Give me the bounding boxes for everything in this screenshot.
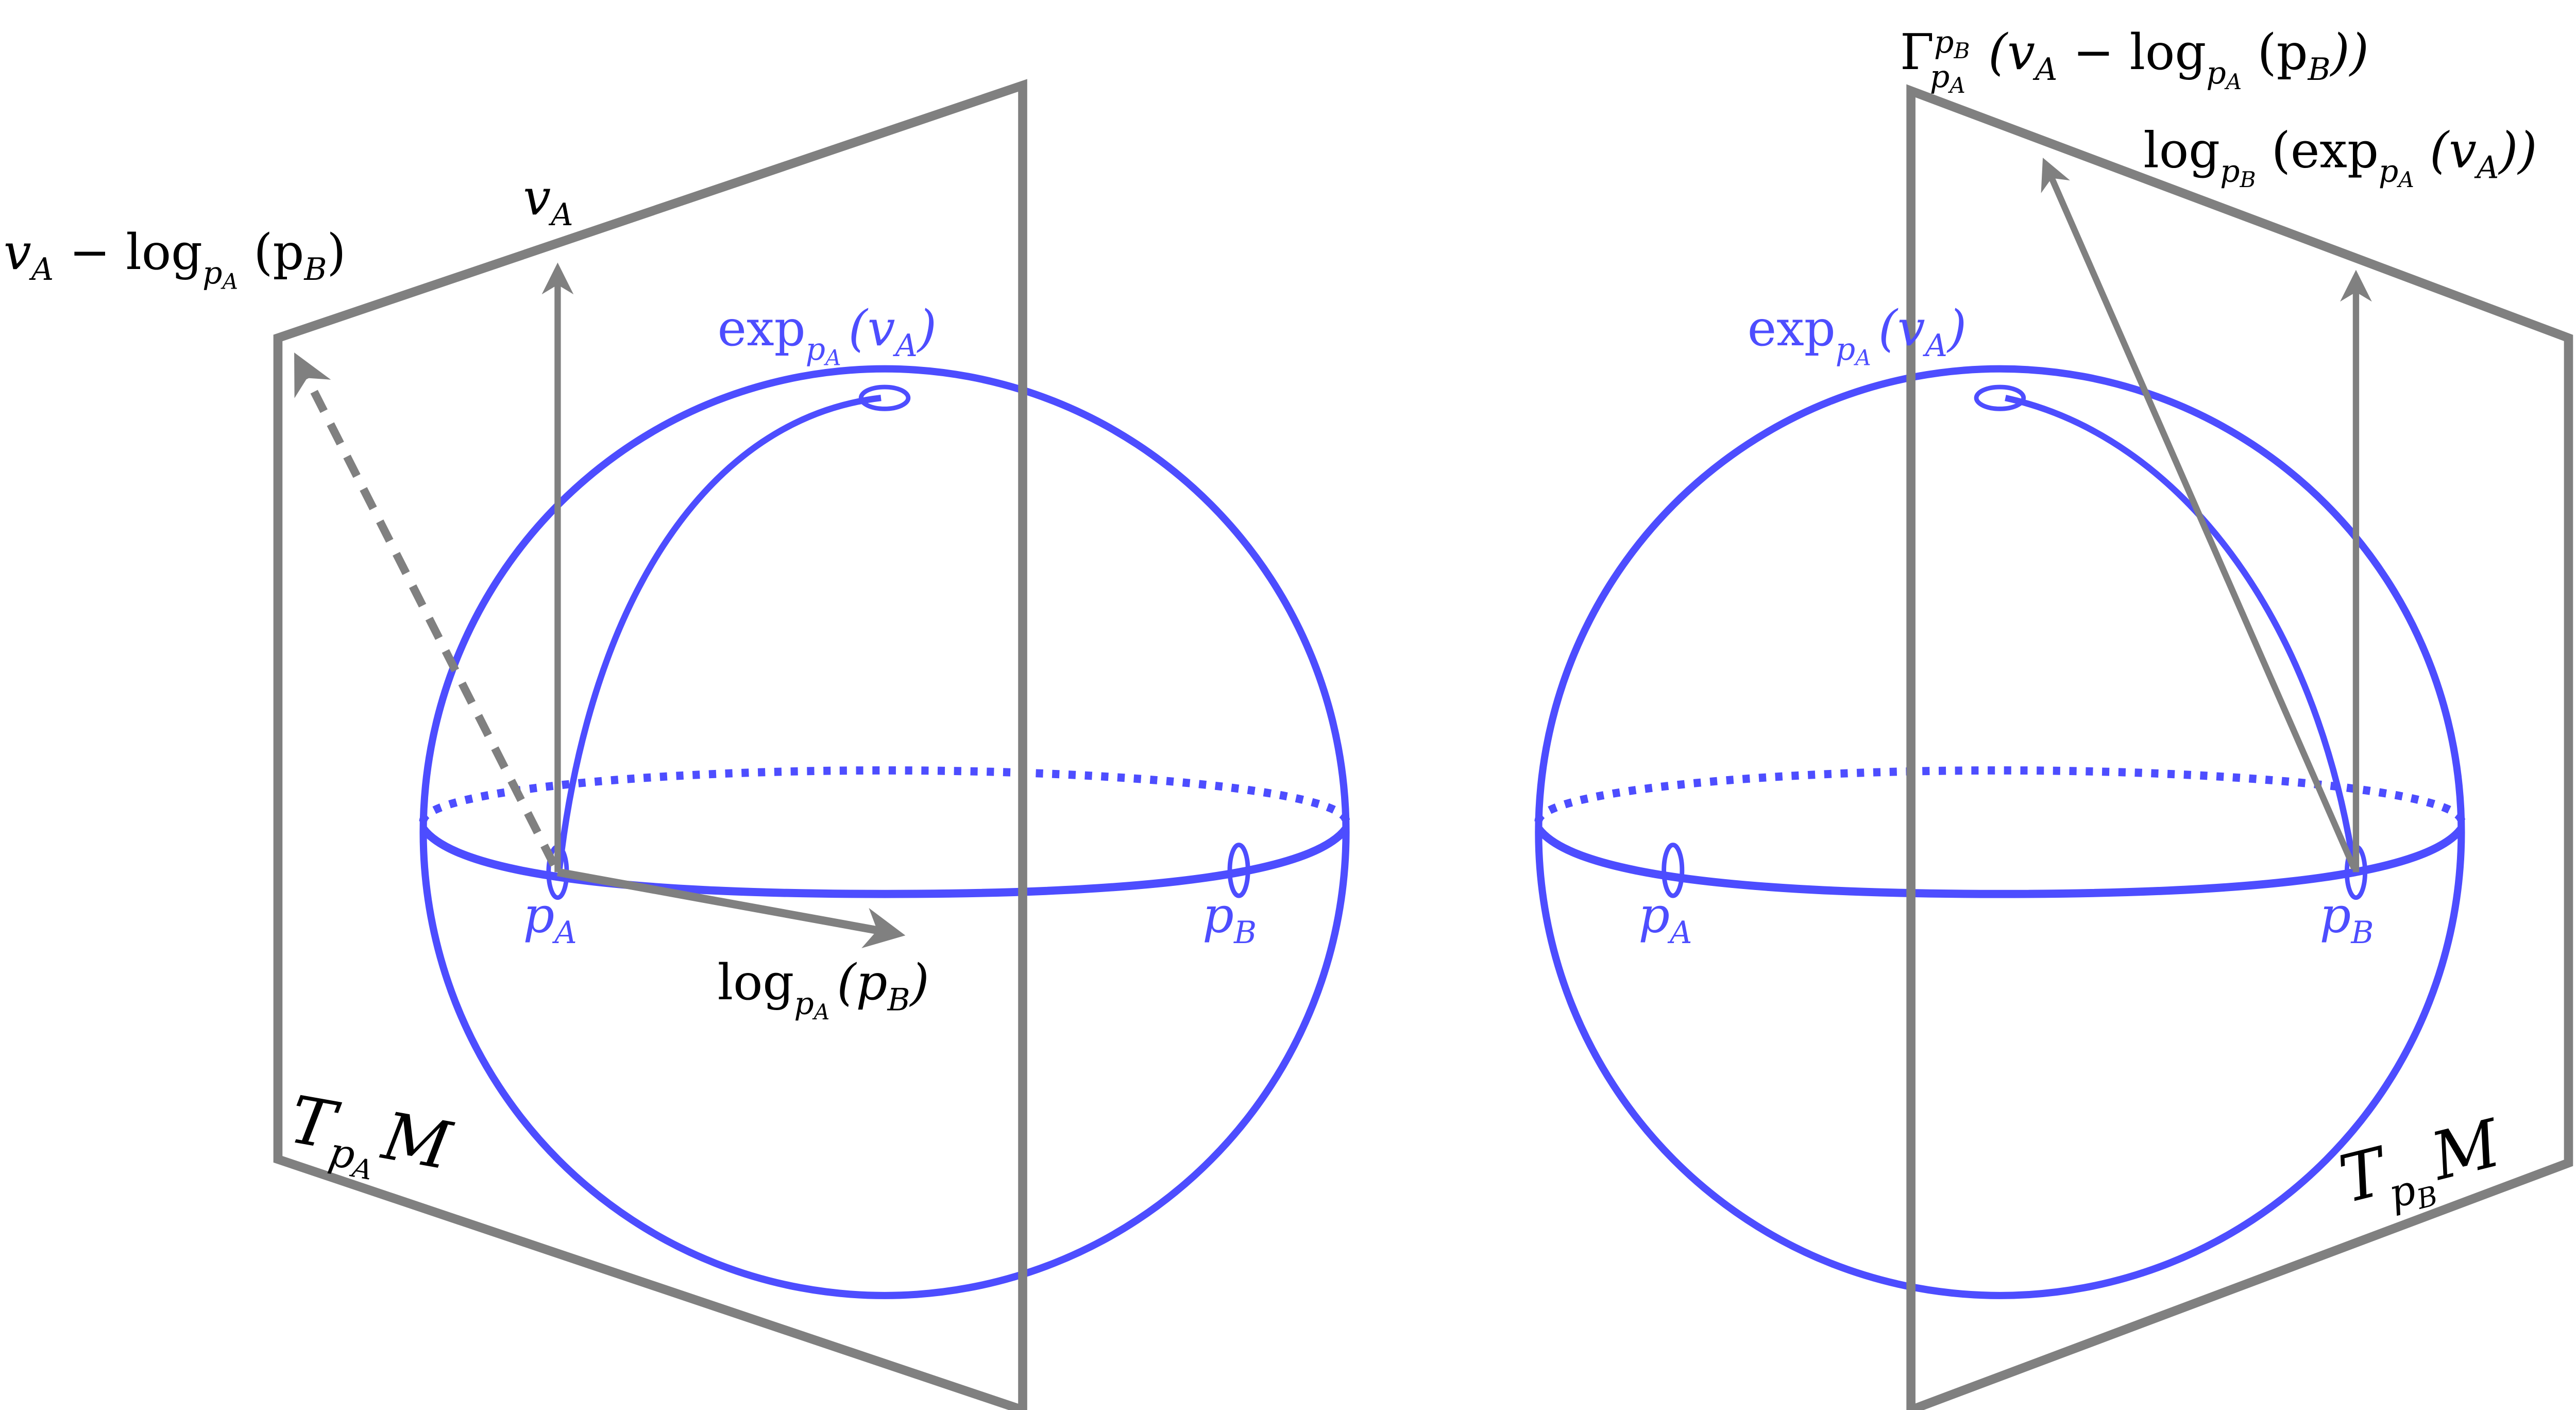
right-equator-front — [1535, 826, 2465, 898]
right-exp-label: exppA(vA) — [1748, 300, 1967, 371]
left-exp-label: exppA(vA) — [718, 300, 937, 371]
left-tangent-plane — [273, 79, 1027, 1410]
left-panel: vA − logpA (pB) vA exppA(vA) pA pB logpA… — [4, 79, 1350, 1410]
left-pb-marker — [1227, 843, 1250, 898]
left-pa-label: pA — [523, 887, 577, 951]
right-transport-arrow — [2041, 158, 2358, 870]
right-sphere-outline — [1535, 365, 2465, 1299]
right-tangent-plane — [1906, 84, 2573, 1410]
right-geodesic-curve — [2005, 395, 2358, 869]
left-pb-label: pB — [1202, 887, 1257, 951]
right-pa-label: pA — [1638, 887, 1692, 951]
left-exp-point-marker — [858, 384, 911, 411]
right-pa-marker — [1662, 843, 1685, 898]
left-log-label: logpA(pB) — [718, 954, 929, 1025]
right-exp-point-marker — [1974, 384, 2026, 411]
left-diff-label: vA − logpA (pB) — [4, 224, 346, 294]
right-log-exp-label: logpB (exppA (vA)) — [2143, 122, 2537, 192]
right-pb-label: pB — [2319, 887, 2374, 951]
left-equator-front — [420, 826, 1349, 898]
left-equator-back — [419, 766, 1350, 822]
left-log-arrow — [556, 868, 906, 948]
left-geodesic-curve — [556, 395, 882, 869]
left-diff-arrow-dashed — [294, 352, 558, 867]
left-va-label: vA — [523, 170, 573, 233]
